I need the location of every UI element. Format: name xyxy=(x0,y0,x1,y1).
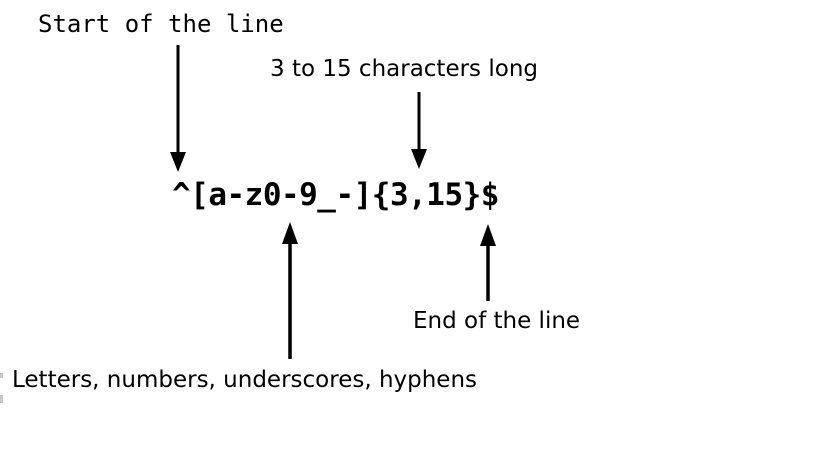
start-of-line-label: Start of the line xyxy=(38,10,284,38)
character-class-label: Letters, numbers, underscores, hyphens xyxy=(12,367,478,393)
arrow-character-class-icon xyxy=(282,222,298,359)
regex-pattern-text: ^[a-z0-9_-]{3,15}$ xyxy=(172,177,499,213)
arrow-start-of-line-icon xyxy=(170,45,186,172)
arrow-end-of-line-icon xyxy=(480,224,496,301)
arrow-length-quantifier-icon xyxy=(411,92,427,169)
left-edge-artifact-top xyxy=(0,373,3,378)
end-of-line-label: End of the line xyxy=(413,308,581,334)
left-edge-artifact-bottom xyxy=(0,395,3,403)
length-quantifier-label: 3 to 15 characters long xyxy=(270,56,538,82)
